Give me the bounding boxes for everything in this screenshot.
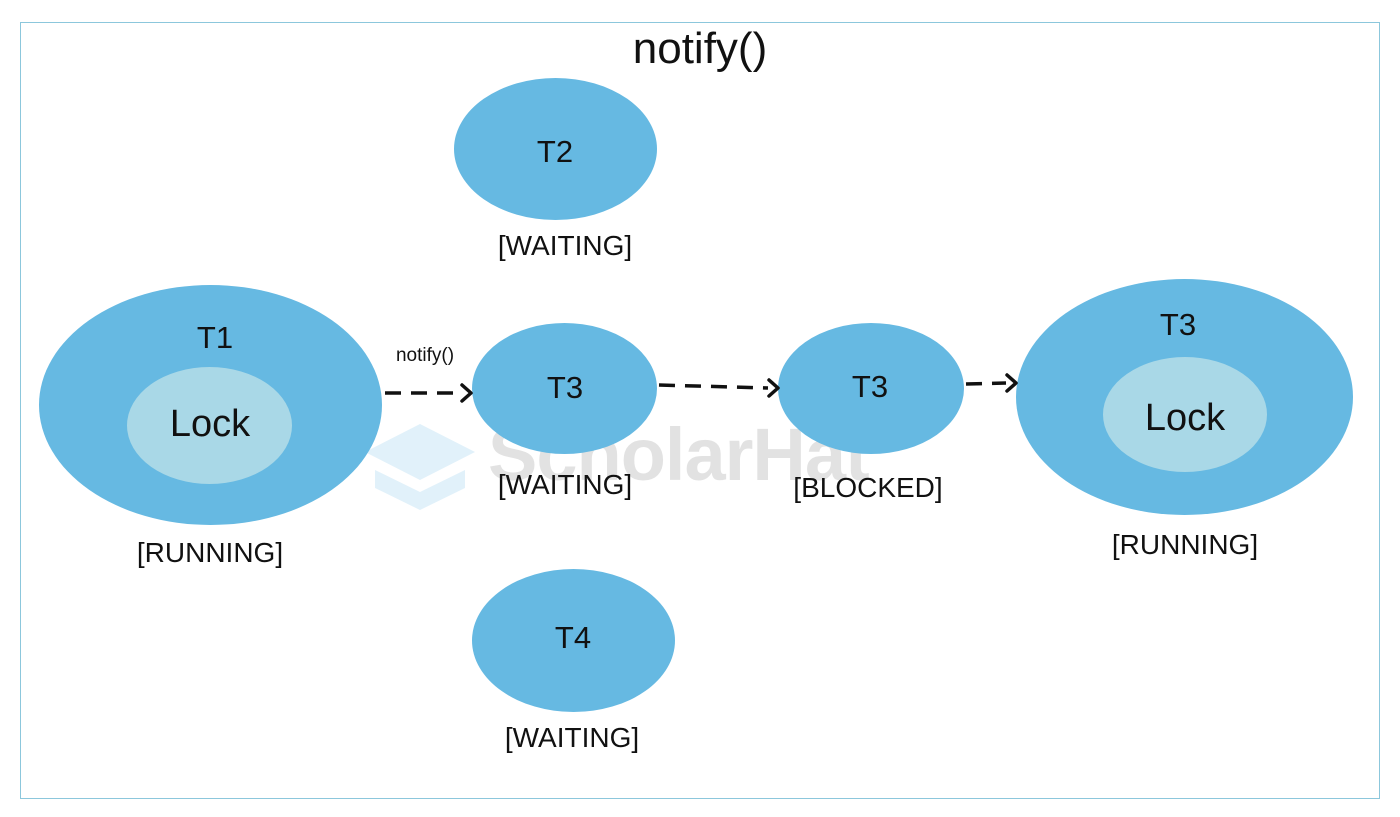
node-t3-blocked	[778, 323, 964, 454]
node-t3-waiting-state: [WAITING]	[497, 469, 633, 500]
node-t3-waiting	[472, 323, 657, 454]
diagram-frame	[20, 22, 1380, 799]
node-t4-state: [WAITING]	[504, 722, 640, 753]
arrow-t3-blocked-to-t3-running	[965, 381, 1007, 386]
edge-notify-label: notify()	[395, 345, 455, 366]
node-t1-lock-label: Lock	[169, 403, 251, 445]
arrowhead-1-icon	[460, 383, 473, 403]
node-t3-running-name: T3	[1159, 307, 1197, 342]
node-t1-state: [RUNNING]	[136, 537, 284, 568]
node-t4-name: T4	[554, 620, 592, 655]
lock-t3-running	[1103, 357, 1267, 472]
node-t2-name: T2	[536, 134, 574, 169]
node-t3-blocked-name: T3	[851, 369, 889, 404]
arrowhead-3-icon	[1005, 373, 1018, 393]
arrowhead-2-icon	[767, 378, 780, 398]
node-t3-waiting-name: T3	[546, 370, 584, 405]
node-t3-running-state: [RUNNING]	[1111, 529, 1259, 560]
node-t3-running-lock-label: Lock	[1144, 397, 1226, 439]
node-t2	[454, 78, 657, 220]
diagram-title: notify()	[632, 24, 768, 73]
node-t4	[472, 569, 675, 712]
lock-t1	[127, 367, 292, 484]
node-t3-blocked-state: [BLOCKED]	[793, 472, 943, 503]
node-t1-name: T1	[196, 320, 234, 355]
node-t2-state: [WAITING]	[497, 230, 633, 261]
arrow-t3-waiting-to-t3-blocked	[658, 383, 769, 390]
